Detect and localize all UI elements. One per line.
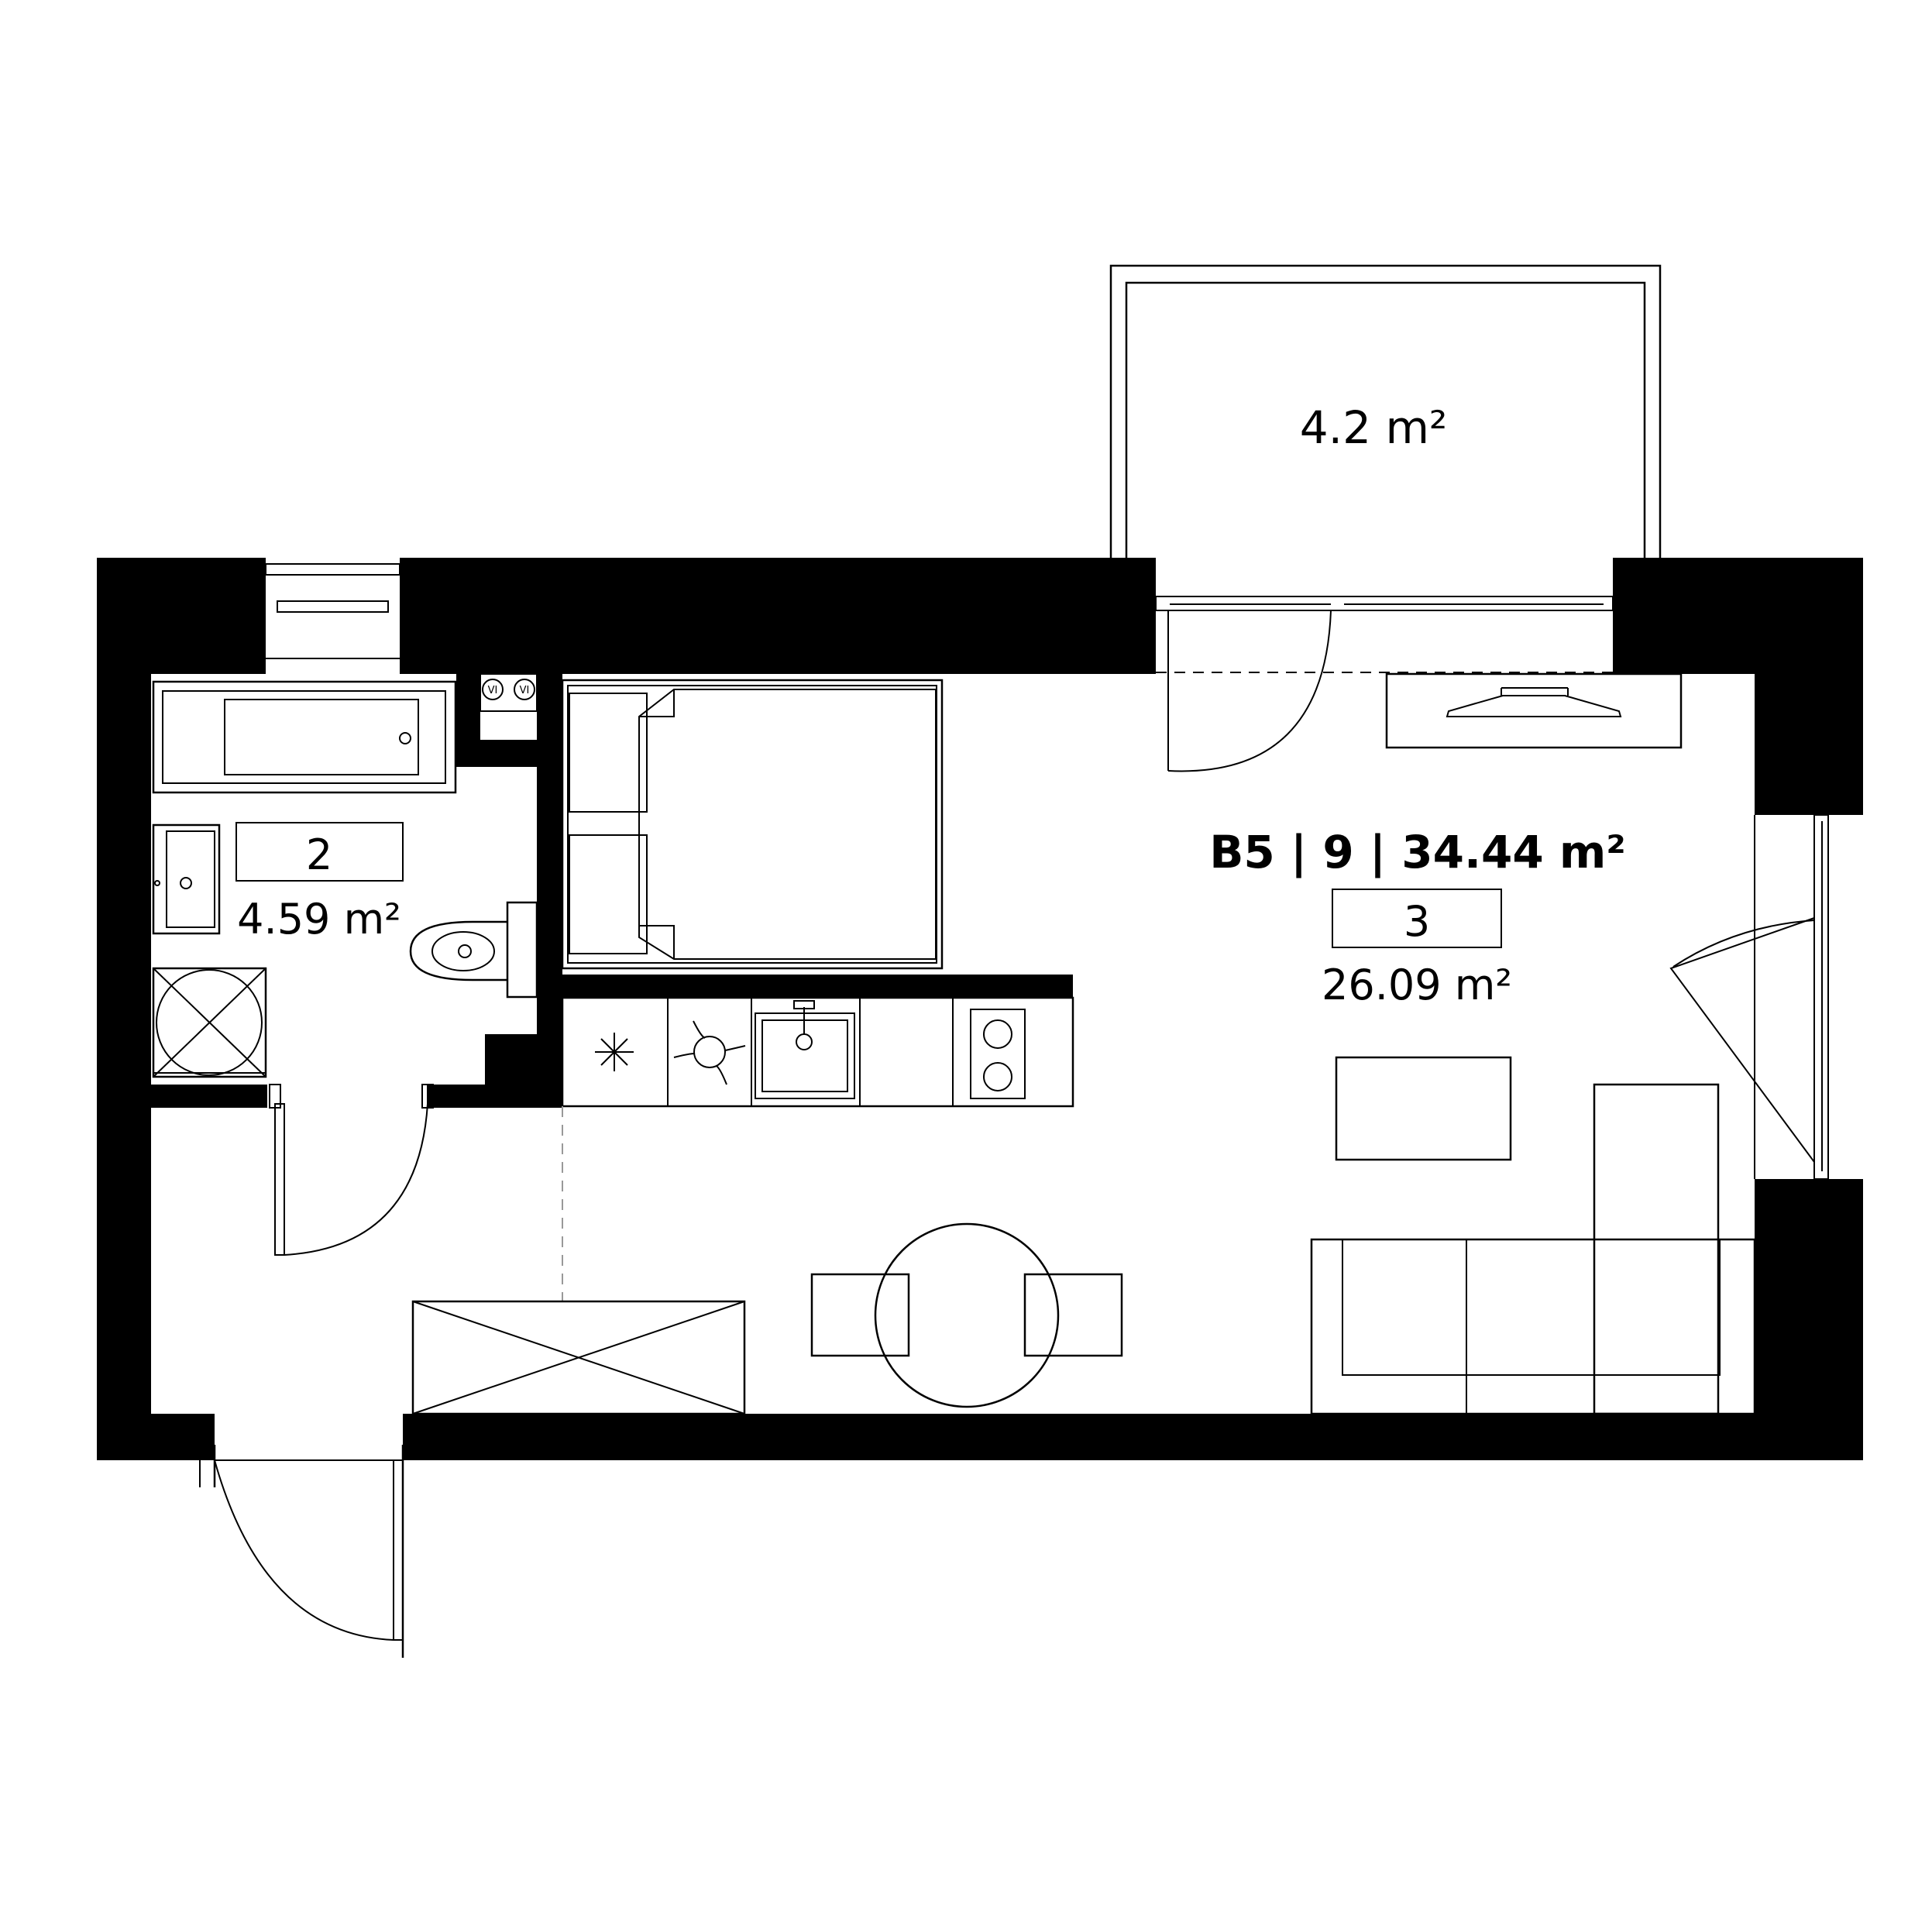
valves: VI VI: [480, 673, 538, 712]
valve-label-2: VI: [520, 685, 530, 696]
coffee-table: [1335, 1056, 1512, 1161]
sink: [152, 823, 221, 935]
window-bathroom: [265, 563, 400, 659]
fuse-box: F: [508, 1061, 538, 1085]
bathtub: [152, 680, 457, 794]
wardrobe: [411, 1300, 746, 1415]
toilet: [409, 901, 538, 999]
bathroom-door: [269, 1084, 434, 1256]
balcony-area-label: 4.2 m²: [1300, 401, 1447, 454]
balcony-door: [1155, 596, 1614, 772]
room-3-number: 3: [1404, 897, 1430, 946]
washing-machine: [152, 967, 267, 1078]
sofa: [1310, 1083, 1756, 1415]
bed: [561, 679, 944, 970]
dishwasher-icon: [673, 1020, 746, 1085]
kitchen-sink: [755, 1000, 855, 1099]
cooktop: [970, 1009, 1026, 1099]
window-living: [1669, 814, 1829, 1180]
room-2-number-box: [235, 822, 404, 882]
kitchen-counter: [561, 996, 1074, 1108]
room-2-area: 4.59 m²: [237, 895, 401, 944]
tv-unit: [1385, 672, 1683, 749]
room-2-number: 2: [306, 830, 332, 879]
room-3-number-box: [1332, 889, 1502, 948]
entrance-door: [199, 1445, 404, 1658]
valve-label-1: VI: [488, 685, 498, 696]
balcony: 4.2 m²: [1109, 264, 1662, 558]
dining-set: [810, 1222, 1123, 1408]
apartment-header: B5 | 9 | 34.44 m²: [1209, 826, 1626, 878]
freezer-icon: [595, 1033, 634, 1071]
room-3-area: 26.09 m²: [1322, 961, 1512, 1009]
walls: [97, 558, 1863, 1460]
fuse-label: F: [519, 1067, 526, 1081]
